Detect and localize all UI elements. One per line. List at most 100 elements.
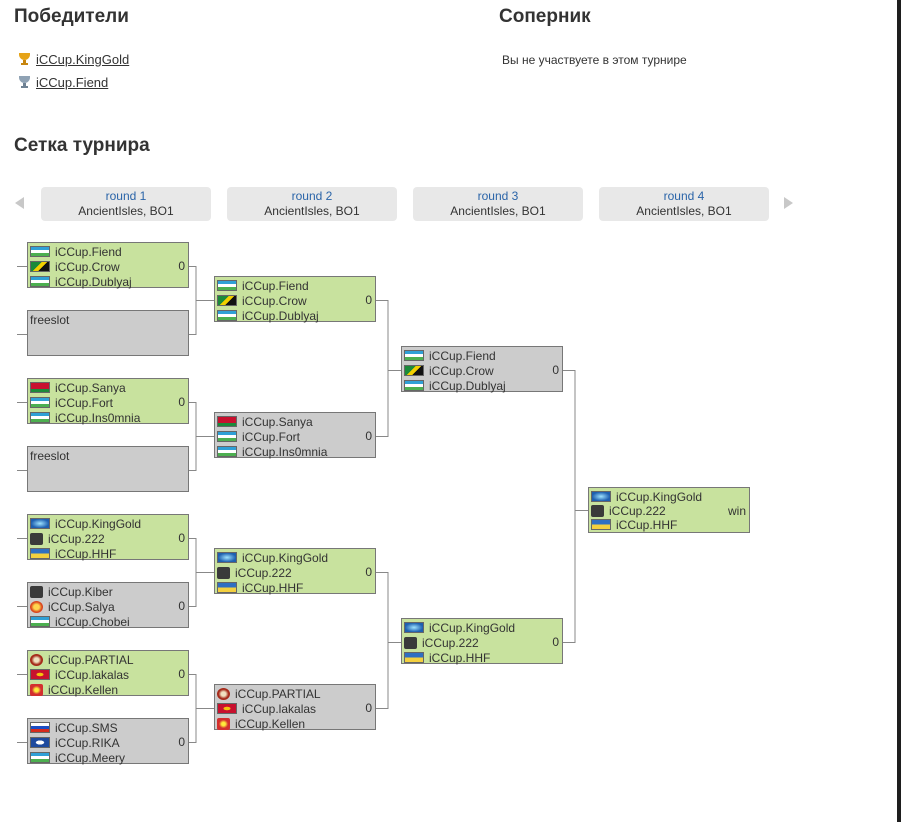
player-name[interactable]: iCCup.lakalas: [242, 701, 317, 716]
player-name[interactable]: iCCup.Meery: [55, 750, 126, 765]
round-title[interactable]: round 1: [105, 189, 147, 203]
match-r3-1[interactable]: iCCup.Fiend iCCup.Crow iCCup.Dublyaj 0: [401, 346, 563, 393]
match-r1-8[interactable]: iCCup.SMS iCCup.RIKA iCCup.Meery 0: [27, 718, 189, 765]
match-r3-2[interactable]: iCCup.KingGold iCCup.222 iCCup.HHF 0: [401, 618, 563, 665]
player-name[interactable]: iCCup.lakalas: [55, 667, 130, 682]
player-name[interactable]: iCCup.Kellen: [235, 716, 306, 731]
match-r1-7[interactable]: iCCup.PARTIAL iCCup.lakalas iCCup.Kellen…: [27, 650, 189, 697]
spy-avatar-icon: [404, 636, 417, 649]
player-name[interactable]: iCCup.222: [235, 565, 292, 580]
player-name[interactable]: iCCup.Fiend: [55, 244, 122, 259]
match-r2-3[interactable]: iCCup.KingGold iCCup.222 iCCup.HHF 0: [214, 548, 376, 595]
player-name[interactable]: iCCup.Dublyaj: [242, 308, 319, 323]
team-row: iCCup.Kellen: [217, 716, 305, 731]
player-name[interactable]: iCCup.HHF: [616, 517, 678, 532]
clan-emblem-icon: [404, 622, 424, 633]
player-name[interactable]: iCCup.Fiend: [429, 348, 496, 363]
player-name[interactable]: iCCup.PARTIAL: [48, 652, 134, 667]
clan-emblem-icon: [591, 491, 611, 502]
match-r4-1[interactable]: iCCup.KingGold iCCup.222 iCCup.HHF win: [588, 487, 750, 533]
round-title[interactable]: round 3: [477, 189, 519, 203]
player-name[interactable]: iCCup.KingGold: [616, 489, 703, 504]
team-row: iCCup.Fiend: [217, 278, 309, 293]
match-score: 0: [178, 531, 185, 545]
player-name[interactable]: iCCup.KingGold: [55, 516, 142, 531]
team-row: iCCup.Ins0mnia: [217, 444, 327, 459]
player-name[interactable]: iCCup.HHF: [429, 650, 491, 665]
player-name[interactable]: iCCup.Crow: [55, 259, 120, 274]
player-name[interactable]: iCCup.Ins0mnia: [55, 410, 141, 425]
player-name[interactable]: iCCup.SMS: [55, 720, 118, 735]
player-name[interactable]: iCCup.Crow: [429, 363, 494, 378]
match-score: 0: [178, 667, 185, 681]
match-r1-1[interactable]: iCCup.Fiend iCCup.Crow iCCup.Dublyaj 0: [27, 242, 189, 289]
player-name[interactable]: iCCup.Dublyaj: [55, 274, 132, 289]
player-name[interactable]: iCCup.Crow: [242, 293, 307, 308]
kyrgyzstan-flag-icon: [217, 703, 237, 714]
match-r2-4[interactable]: iCCup.PARTIAL iCCup.lakalas iCCup.Kellen…: [214, 684, 376, 731]
team-row: iCCup.KingGold: [591, 489, 702, 504]
scroll-left-arrow-icon[interactable]: [15, 197, 24, 209]
player-name[interactable]: iCCup.Sanya: [242, 414, 313, 429]
match-score: 0: [365, 293, 372, 307]
round-header-2: round 2 AncientIsles, BO1: [227, 187, 397, 221]
player-name[interactable]: iCCup.HHF: [55, 546, 117, 561]
jamaica-flag-icon: [30, 261, 50, 272]
round-title[interactable]: round 4: [663, 189, 705, 203]
spy-avatar-icon: [217, 566, 230, 579]
pirate-flag-icon: [217, 582, 237, 593]
player-name[interactable]: iCCup.222: [422, 635, 479, 650]
winner-link-second[interactable]: iCCup.Fiend: [36, 75, 109, 90]
team-row: iCCup.Dublyaj: [217, 308, 319, 323]
player-name[interactable]: iCCup.Salya: [48, 599, 115, 614]
match-r1-6[interactable]: iCCup.Kiber iCCup.Salya iCCup.Chobei 0: [27, 582, 189, 629]
clan-emblem-icon: [30, 518, 50, 529]
partial-emblem-icon: [217, 687, 230, 700]
team-row: iCCup.Crow: [404, 363, 494, 378]
match-r1-2[interactable]: freeslot: [27, 310, 189, 356]
team-row: iCCup.Crow: [30, 259, 120, 274]
match-r2-2[interactable]: iCCup.Sanya iCCup.Fort iCCup.Ins0mnia 0: [214, 412, 376, 459]
uzbekistan-flag-icon: [217, 310, 237, 321]
match-r2-1[interactable]: iCCup.Fiend iCCup.Crow iCCup.Dublyaj 0: [214, 276, 376, 323]
player-name[interactable]: iCCup.Sanya: [55, 380, 126, 395]
team-row: iCCup.HHF: [217, 580, 303, 595]
match-score: 0: [178, 395, 185, 409]
match-r1-3[interactable]: iCCup.Sanya iCCup.Fort iCCup.Ins0mnia 0: [27, 378, 189, 425]
player-name[interactable]: iCCup.PARTIAL: [235, 686, 321, 701]
team-row: iCCup.Chobei: [30, 614, 130, 629]
team-row: iCCup.PARTIAL: [30, 652, 134, 667]
scroll-right-arrow-icon[interactable]: [784, 197, 793, 209]
player-name[interactable]: iCCup.HHF: [242, 580, 304, 595]
player-name[interactable]: iCCup.KingGold: [429, 620, 516, 635]
team-row: iCCup.KingGold: [217, 550, 328, 565]
player-name[interactable]: iCCup.Fort: [242, 429, 301, 444]
player-name[interactable]: iCCup.Fort: [55, 395, 114, 410]
player-name[interactable]: iCCup.RIKA: [55, 735, 120, 750]
match-score: 0: [365, 701, 372, 715]
round-title[interactable]: round 2: [291, 189, 333, 203]
opponent-heading: Соперник: [499, 6, 591, 27]
round-header-1: round 1 AncientIsles, BO1: [41, 187, 211, 221]
belarus-flag-icon: [217, 416, 237, 427]
match-r1-4[interactable]: freeslot: [27, 446, 189, 492]
player-name[interactable]: iCCup.Ins0mnia: [242, 444, 328, 459]
match-r1-5[interactable]: iCCup.KingGold iCCup.222 iCCup.HHF 0: [27, 514, 189, 561]
spy-avatar-icon: [30, 532, 43, 545]
player-name[interactable]: iCCup.KingGold: [242, 550, 329, 565]
player-name[interactable]: iCCup.Chobei: [55, 614, 130, 629]
player-name[interactable]: iCCup.Dublyaj: [429, 378, 506, 393]
player-name[interactable]: iCCup.Fiend: [242, 278, 309, 293]
player-name[interactable]: iCCup.Kiber: [48, 584, 113, 599]
winners-heading: Победители: [14, 6, 129, 27]
team-row: iCCup.RIKA: [30, 735, 120, 750]
team-row: iCCup.KingGold: [30, 516, 141, 531]
player-name[interactable]: iCCup.222: [48, 531, 105, 546]
team-row: iCCup.Crow: [217, 293, 307, 308]
freeslot-label: freeslot: [30, 449, 70, 463]
player-name[interactable]: iCCup.222: [609, 503, 666, 518]
player-name[interactable]: iCCup.Kellen: [48, 682, 119, 697]
winner-link-first[interactable]: iCCup.KingGold: [36, 52, 130, 67]
team-row: iCCup.lakalas: [217, 701, 316, 716]
